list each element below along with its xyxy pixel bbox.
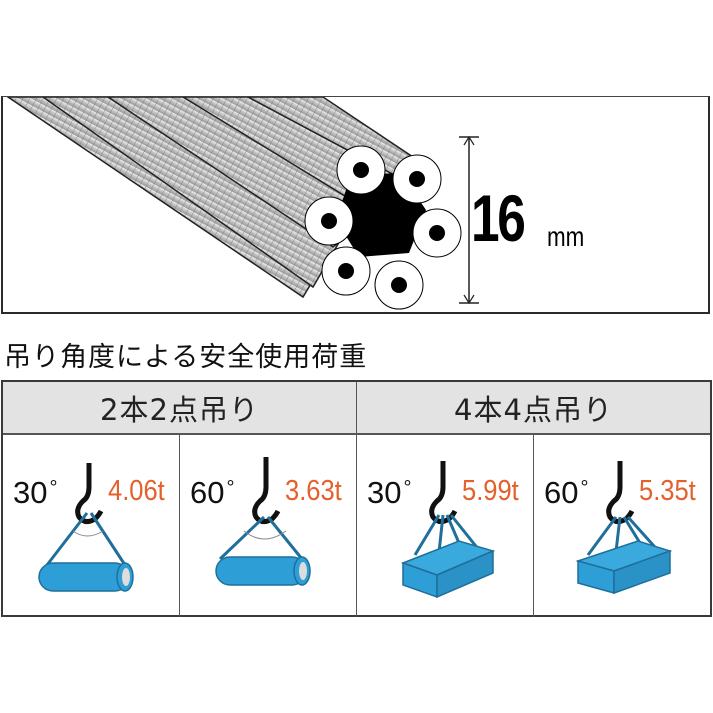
table-cell-4leg-30: 30° 5.99t (356, 435, 533, 617)
hook-box-icon (575, 461, 673, 595)
angle-label: 60° (544, 475, 589, 510)
hook-box-icon (400, 461, 496, 599)
rope-illustration-panel: 16 mm (1, 96, 710, 314)
table-cell-2leg-30: 30° 4.06t (3, 435, 179, 617)
strand-section (304, 145, 462, 310)
angle-label: 30° (367, 475, 412, 510)
hook-cylinder-icon (215, 457, 311, 586)
diameter-unit: mm (547, 221, 585, 252)
table-cell-4leg-60: 60° 5.35t (533, 435, 710, 617)
table-body: 30° 4.06t 60° 3.63t (3, 435, 710, 617)
hook-cylinder-icon (38, 463, 134, 592)
wire-rope-icon (6, 97, 479, 310)
load-value: 5.99t (462, 475, 519, 507)
diameter-label: 16 mm (471, 181, 584, 255)
angle-label: 30° (13, 475, 58, 510)
table-header: 2本2点吊り 4本4点吊り (3, 382, 710, 435)
diameter-value: 16 (471, 181, 526, 255)
load-value: 5.35t (639, 475, 696, 507)
angle-label: 60° (190, 475, 235, 510)
table-cell-2leg-60: 60° 3.63t (179, 435, 356, 617)
load-value: 3.63t (285, 475, 342, 507)
safe-load-table: 2本2点吊り 4本4点吊り 30° 4.06t (1, 380, 712, 617)
load-value: 4.06t (108, 475, 165, 507)
header-2-leg: 2本2点吊り (100, 392, 259, 427)
section-title: 吊り角度による安全使用荷重 (4, 342, 368, 373)
header-4-leg: 4本4点吊り (356, 382, 710, 433)
